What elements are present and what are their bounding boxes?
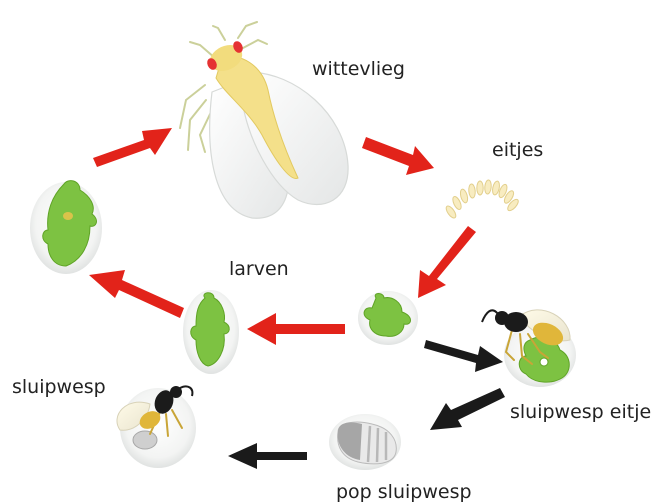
label-parasitic-wasp: sluipwesp xyxy=(12,376,106,398)
arrow-larva-to-wasp-egg xyxy=(424,340,503,372)
whitefly-larva-right xyxy=(358,291,418,345)
label-parasitic-wasp-egg: sluipwesp eitje xyxy=(510,401,651,423)
arrow-whitefly-to-eggs xyxy=(362,137,434,175)
wasp-laying-egg xyxy=(482,310,576,387)
whitefly-larva-middle xyxy=(183,290,239,374)
arrow-eggs-to-larva xyxy=(418,226,476,298)
arrow-larva-to-older-larva xyxy=(89,270,184,318)
label-wasp-pupa: pop sluipwesp xyxy=(336,481,472,503)
wasp-pupa xyxy=(329,414,401,470)
arrow-larva-to-whitefly xyxy=(93,128,172,167)
label-larvae: larven xyxy=(229,258,289,280)
label-whitefly: wittevlieg xyxy=(312,58,405,80)
arrow-wasp-egg-to-pupa xyxy=(430,388,505,430)
label-eggs: eitjes xyxy=(492,139,543,161)
whitefly-adult xyxy=(180,22,348,218)
arrow-pupa-to-wasp xyxy=(228,443,307,469)
whitefly-eggs xyxy=(444,180,520,220)
whitefly-larva-left xyxy=(30,181,102,274)
arrow-larva-to-larva xyxy=(247,313,345,345)
wasp-adult xyxy=(117,386,196,468)
